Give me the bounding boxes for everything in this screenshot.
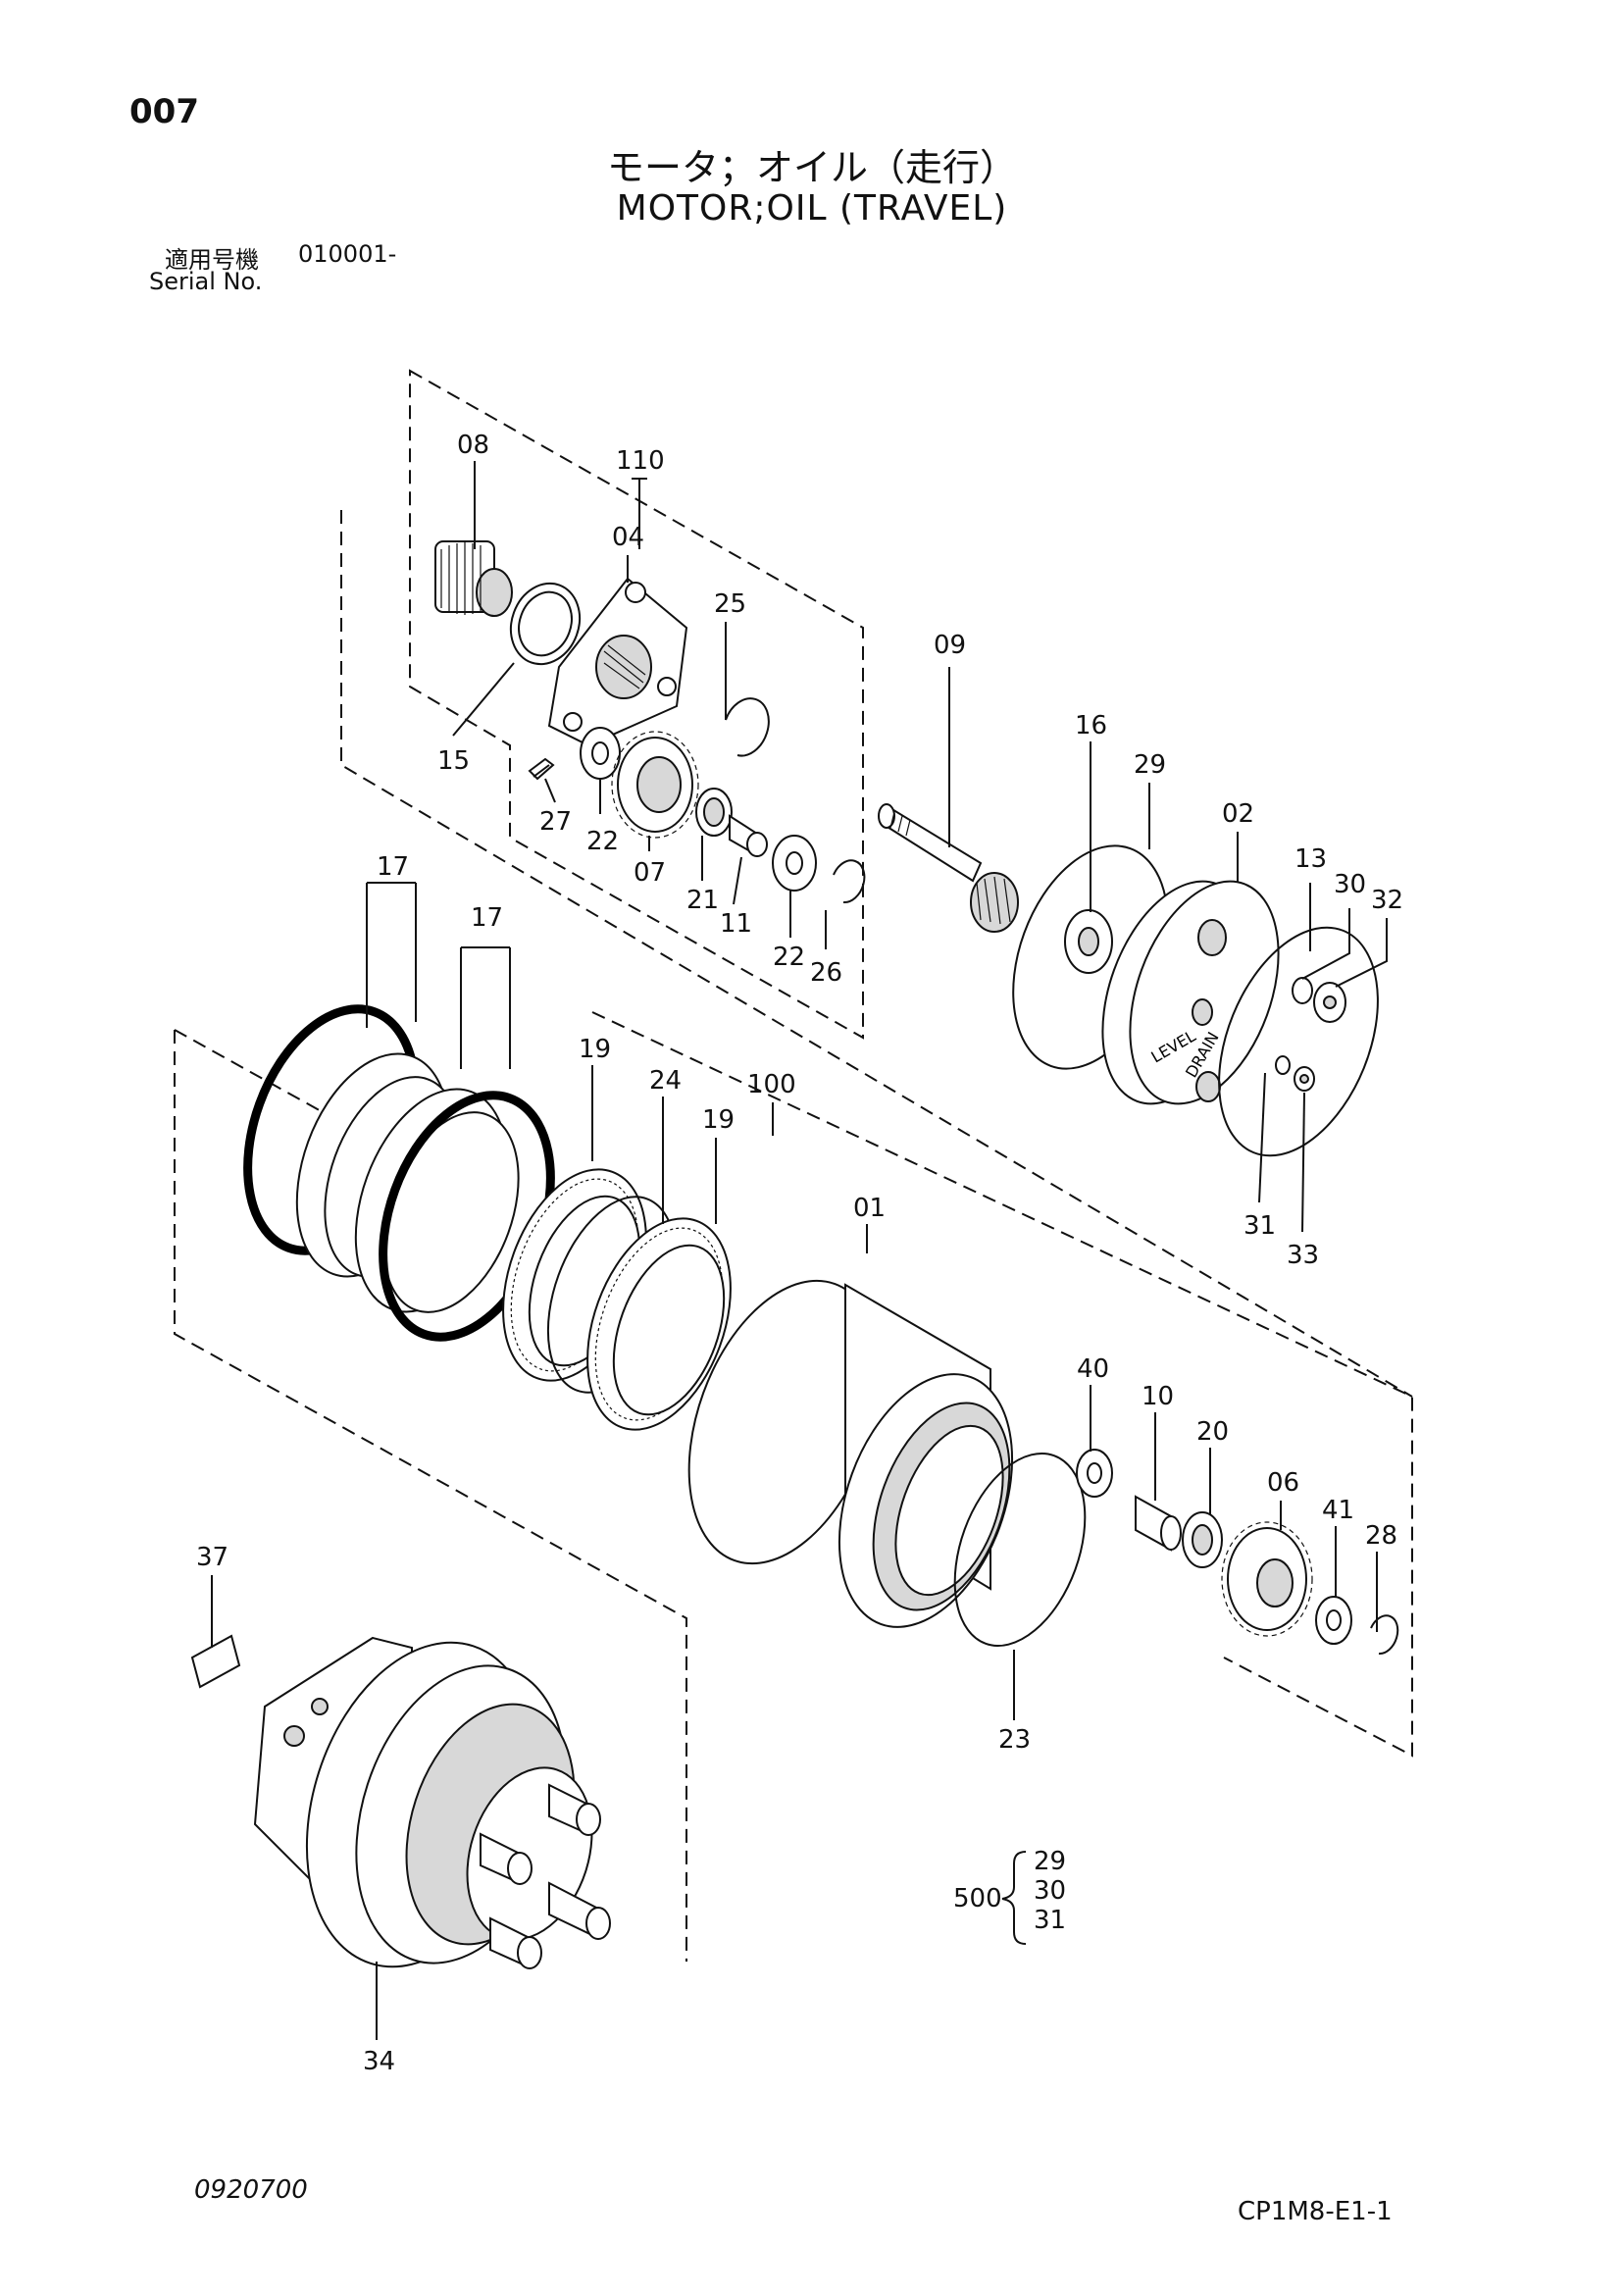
callout-15: 15	[437, 746, 470, 776]
kit-500-group: 500 29 30 31	[953, 1847, 1066, 1945]
leader-lines	[211, 461, 1388, 2040]
callout-22a: 22	[586, 827, 619, 856]
washer-40	[1076, 1449, 1113, 1498]
bearing-20	[1182, 1511, 1223, 1568]
sleeve-10	[1135, 1495, 1182, 1552]
assembly-outline-110	[409, 369, 864, 1040]
flange-04	[547, 577, 688, 747]
o-ring-30	[1292, 977, 1313, 1004]
washer-41	[1315, 1596, 1352, 1645]
callout-21: 21	[686, 886, 719, 915]
housing-01	[687, 1279, 1014, 1628]
footer-page-code: CP1M8-E1-1	[1238, 2197, 1393, 2226]
callout-40: 40	[1077, 1354, 1109, 1384]
callout-01: 01	[853, 1194, 886, 1223]
snap-ring-25	[725, 697, 770, 757]
serial-value: 010001-	[298, 240, 397, 268]
callout-07: 07	[634, 858, 666, 888]
plug-33	[1294, 1066, 1315, 1092]
page-title-english: MOTOR;OIL (TRAVEL)	[616, 188, 1008, 229]
callout-27: 27	[539, 807, 572, 837]
kit-brace	[1001, 1851, 1027, 1945]
callout-29: 29	[1134, 750, 1166, 780]
o-ring-13	[1218, 926, 1379, 1157]
seal-ring-17b	[354, 1088, 520, 1313]
callout-19b: 19	[702, 1105, 735, 1135]
kit-item-2: 30	[1034, 1876, 1066, 1906]
assembly-outline-100	[591, 1011, 1413, 1758]
cover-02: LEVEL DRAIN	[1101, 880, 1280, 1105]
callout-28: 28	[1365, 1521, 1397, 1551]
callout-04: 04	[612, 523, 644, 552]
callout-37: 37	[196, 1543, 228, 1572]
page-number: 007	[129, 92, 199, 131]
callout-19a: 19	[579, 1035, 611, 1064]
plug-32	[1313, 982, 1346, 1023]
motor-port-bosses	[480, 1783, 611, 1969]
serial-label-english: Serial No.	[149, 268, 263, 295]
callout-30: 30	[1334, 870, 1366, 899]
callout-26: 26	[810, 958, 842, 988]
callout-08: 08	[457, 431, 489, 460]
kit-item-3: 31	[1034, 1906, 1066, 1935]
page-title-japanese: モータ；オイル（走行）	[606, 146, 1017, 189]
callout-22b: 22	[773, 943, 805, 972]
gear-06	[1221, 1521, 1313, 1637]
pin-27	[528, 757, 555, 781]
callout-24: 24	[649, 1066, 682, 1096]
o-ring-31	[1275, 1055, 1291, 1075]
callout-110: 110	[616, 446, 665, 476]
callout-41: 41	[1322, 1496, 1354, 1525]
callout-16: 16	[1075, 711, 1107, 740]
callout-100: 100	[747, 1070, 796, 1099]
callout-33: 33	[1287, 1241, 1319, 1270]
snap-ring-28	[1370, 1614, 1399, 1656]
callout-32: 32	[1371, 886, 1403, 915]
callout-34: 34	[363, 2047, 395, 2076]
callout-17b: 17	[471, 903, 503, 933]
callout-31: 31	[1243, 1211, 1276, 1241]
assembly-outline-frame	[340, 510, 1413, 1398]
bearing-21	[695, 788, 733, 837]
footer-document-number: 0920700	[194, 2175, 308, 2205]
callout-20: 20	[1196, 1417, 1229, 1447]
bearing-19b	[586, 1217, 732, 1431]
snap-ring-26	[833, 859, 866, 904]
washer-22b	[772, 835, 817, 892]
callout-06: 06	[1267, 1468, 1299, 1498]
callout-11: 11	[720, 909, 752, 939]
part-16	[1064, 909, 1113, 974]
callout-02: 02	[1222, 799, 1254, 829]
serial-label-japanese: 適用号機	[165, 246, 259, 274]
gear-07	[611, 731, 699, 839]
callout-23: 23	[998, 1725, 1031, 1755]
washer-22a	[580, 727, 621, 780]
callout-13: 13	[1294, 844, 1327, 874]
sleeve-11	[729, 814, 768, 857]
callout-09: 09	[934, 631, 966, 660]
callout-25: 25	[714, 589, 746, 619]
kit-number: 500	[953, 1884, 1002, 1913]
name-plate-37	[190, 1634, 241, 1689]
callout-17a: 17	[377, 852, 409, 882]
shaft-09	[878, 803, 1019, 933]
gear-08	[434, 540, 513, 617]
motor-assembly-34	[253, 1636, 611, 1969]
snap-ring-23	[953, 1452, 1087, 1648]
ring-15	[509, 582, 582, 666]
callout-10: 10	[1142, 1382, 1174, 1411]
kit-item-1: 29	[1034, 1847, 1066, 1876]
